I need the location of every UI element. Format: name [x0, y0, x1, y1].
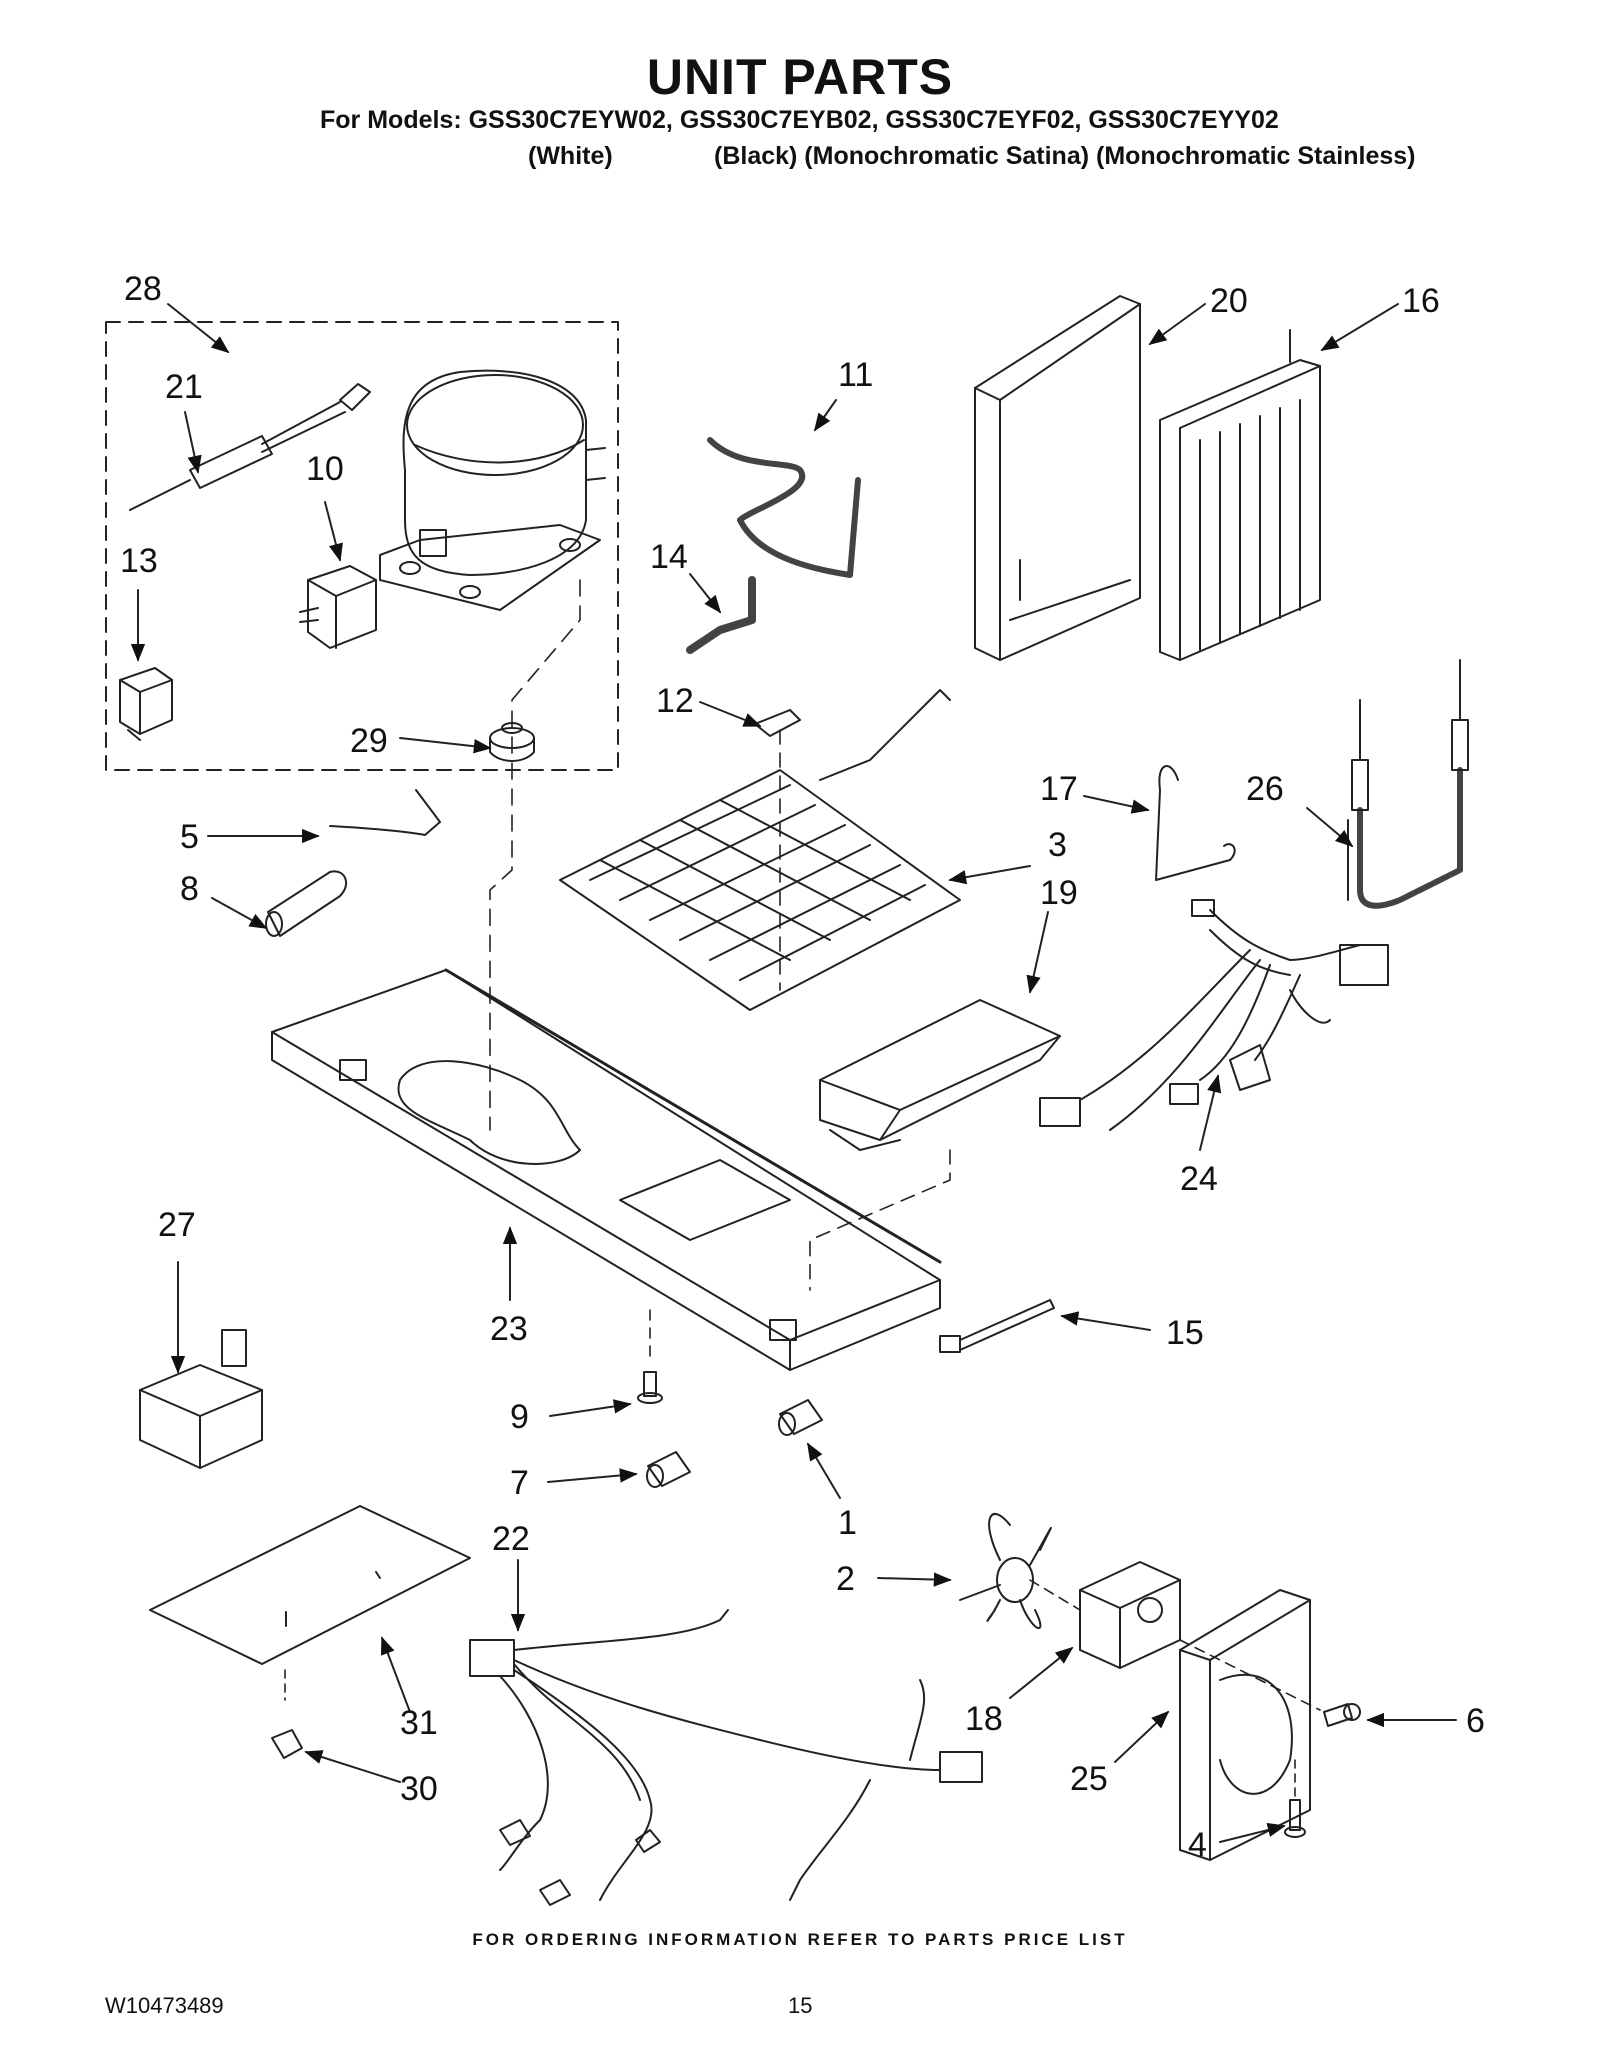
callout-22: 22: [492, 1520, 530, 1558]
finish-white: (White): [528, 142, 613, 170]
callout-21: 21: [165, 368, 203, 406]
ordering-note: FOR ORDERING INFORMATION REFER TO PARTS …: [472, 1930, 1128, 1949]
callout-10: 10: [306, 450, 344, 488]
heater-part: [1155, 765, 1236, 881]
callout-8: 8: [180, 870, 199, 908]
callout-7: 7: [510, 1464, 529, 1502]
callout-19: 19: [1040, 874, 1078, 912]
clip-small-part: [271, 1729, 303, 1759]
compressor-kit-box: [105, 321, 619, 771]
filter-drier-part: [129, 383, 371, 511]
callout-13: 13: [120, 542, 158, 580]
callout-31: 31: [400, 1704, 438, 1742]
evaporator-part: [559, 689, 961, 1011]
tubing-part: [265, 870, 348, 937]
callout-26: 26: [1246, 770, 1284, 808]
compressor-part: [379, 369, 606, 611]
wire-harness-lower-part: [469, 1609, 983, 1906]
models-line: For Models: GSS30C7EYW02, GSS30C7EYB02, …: [320, 106, 1279, 134]
callout-9: 9: [510, 1398, 529, 1436]
tube-short-part: [686, 576, 756, 654]
callout-30: 30: [400, 1770, 438, 1808]
callout-27: 27: [158, 1206, 196, 1244]
base-pan-part: [271, 968, 942, 1371]
callout-4: 4: [1188, 1826, 1207, 1864]
callout-6: 6: [1466, 1702, 1485, 1740]
callout-25: 25: [1070, 1760, 1108, 1798]
callout-3: 3: [1048, 826, 1067, 864]
overload-part: [299, 565, 377, 649]
evaporator-cover-part: [974, 295, 1141, 661]
callout-12: 12: [656, 682, 694, 720]
fan-motor-part: [1079, 1561, 1181, 1669]
wire-harness-upper-part: [1039, 899, 1389, 1131]
relay-part: [119, 667, 173, 741]
control-module-part: [139, 1329, 263, 1469]
wire-part: [329, 789, 441, 836]
callout-14: 14: [650, 538, 688, 576]
callout-28: 28: [124, 270, 162, 308]
callout-15: 15: [1166, 1314, 1204, 1352]
screw-part: [637, 1371, 663, 1404]
insulation-sheet-part: [149, 1505, 471, 1665]
tube-assembly-part: [1347, 659, 1469, 909]
condenser-part: [1159, 329, 1321, 661]
page-number: 15: [788, 1993, 813, 2018]
fan-shroud-part: [1179, 1589, 1311, 1861]
callout-29: 29: [350, 722, 388, 760]
callout-11: 11: [838, 356, 873, 394]
callout-2: 2: [836, 1560, 855, 1598]
callout-23: 23: [490, 1310, 528, 1348]
page-title: UNIT PARTS: [646, 49, 954, 105]
callout-1: 1: [838, 1504, 857, 1542]
drain-trough-part: [819, 999, 1061, 1151]
callout-16: 16: [1402, 282, 1440, 320]
grommet-small-part: [646, 1451, 691, 1488]
callout-24: 24: [1180, 1160, 1218, 1198]
tube-part: [707, 437, 861, 578]
document-number: W10473489: [105, 1993, 224, 2018]
clip-part: [754, 709, 801, 737]
screw-shroud-part: [1323, 1703, 1361, 1727]
finish-others: (Black) (Monochromatic Satina) (Monochro…: [714, 142, 1416, 170]
callout-18: 18: [965, 1700, 1003, 1738]
fan-blade-part: [959, 1513, 1052, 1630]
callout-20: 20: [1210, 282, 1248, 320]
callout-5: 5: [180, 818, 199, 856]
callout-17: 17: [1040, 770, 1078, 808]
bushing-part: [778, 1399, 823, 1436]
cable-tie-part: [939, 1299, 1055, 1353]
